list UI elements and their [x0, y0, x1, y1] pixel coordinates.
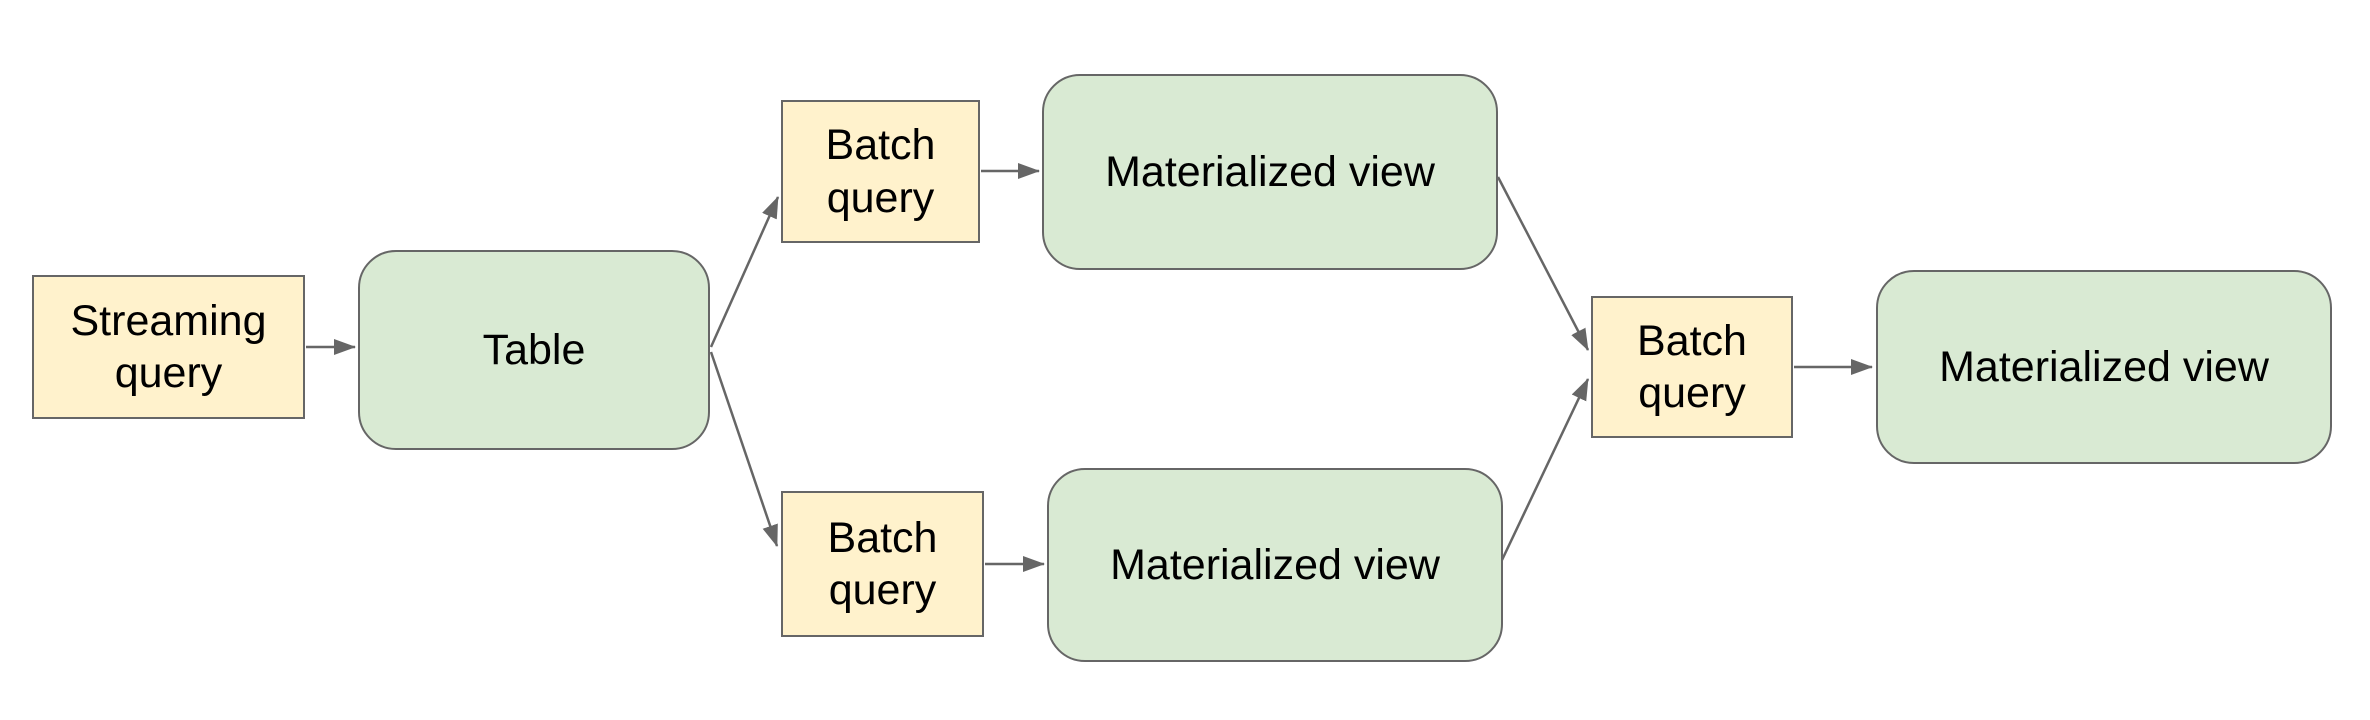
- edge-materialized-view-top-to-batch-query-right: [1496, 176, 1590, 351]
- node-table: Table: [358, 250, 710, 450]
- node-batch-query-bottom-label: Batch query: [827, 513, 938, 614]
- edge-table-to-batch-query-top: [709, 196, 780, 348]
- node-materialized-view-right-label: Materialized view: [1939, 342, 2269, 391]
- edge-materialized-view-bottom-to-batch-query-right: [1500, 378, 1590, 561]
- node-materialized-view-top: Materialized view: [1042, 74, 1498, 270]
- node-batch-query-bottom: Batch query: [781, 491, 984, 637]
- edge-table-to-batch-query-bottom: [709, 351, 779, 547]
- node-batch-query-right-label: Batch query: [1637, 316, 1747, 417]
- node-streaming-query: Streaming query: [32, 275, 305, 419]
- node-materialized-view-bottom-label: Materialized view: [1110, 540, 1440, 589]
- node-batch-query-top-label: Batch query: [825, 121, 936, 222]
- node-batch-query-top: Batch query: [781, 100, 980, 243]
- node-materialized-view-top-label: Materialized view: [1105, 147, 1435, 196]
- node-streaming-query-label: Streaming query: [70, 296, 267, 397]
- node-batch-query-right: Batch query: [1591, 296, 1793, 438]
- node-materialized-view-right: Materialized view: [1876, 270, 2332, 464]
- node-table-label: Table: [482, 325, 586, 374]
- node-materialized-view-bottom: Materialized view: [1047, 468, 1503, 662]
